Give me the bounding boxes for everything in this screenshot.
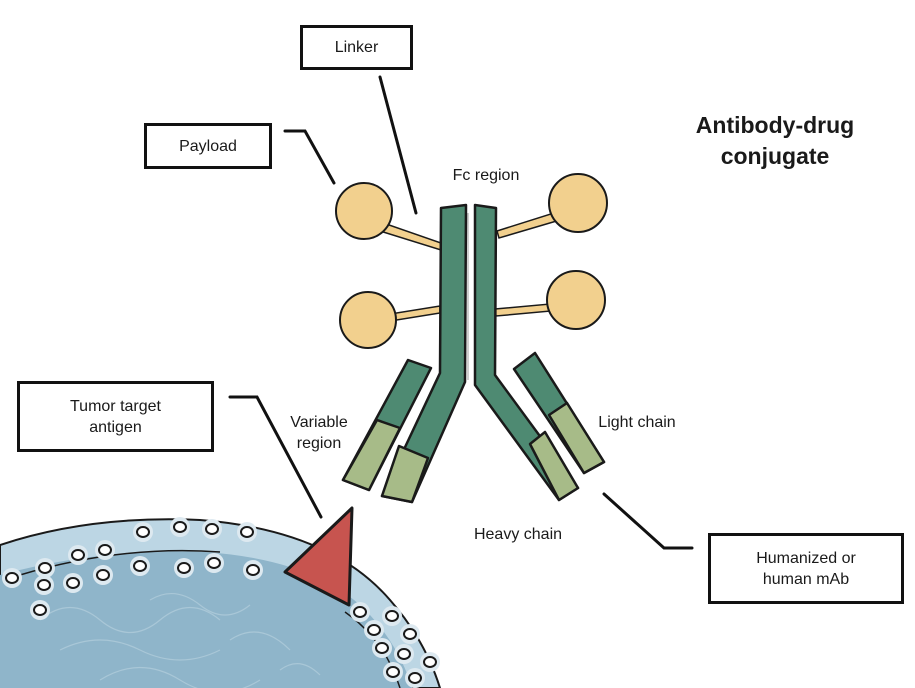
linker-leader-line (378, 75, 418, 215)
receptor-dot (205, 523, 219, 535)
light-chain-right-variable (547, 401, 606, 475)
fc-region-label: Fc region (452, 167, 520, 184)
receptor-dot (386, 666, 400, 678)
receptor-dot (71, 549, 85, 561)
payload-label-box: Payload (144, 123, 272, 169)
payload-spheres (335, 173, 608, 349)
tumor-target-antigen-label: Tumor target antigen (70, 397, 161, 436)
heavy-chains (380, 203, 580, 504)
receptor-dot (423, 656, 437, 668)
leader-lines (228, 75, 694, 550)
receptor-dot (173, 521, 187, 533)
payload-stem (494, 303, 552, 317)
heavy-chain-variable-left (380, 444, 430, 504)
receptor-dot (38, 562, 52, 574)
heavy-chain-variable-right (528, 430, 580, 502)
receptor-dot (177, 562, 191, 574)
tumor-target-antigen-triangle (283, 506, 354, 607)
payload-sphere (339, 291, 397, 349)
light-chain-left-variable (341, 418, 402, 492)
light-chain-label: Light chain (598, 414, 676, 431)
tumor-cell (0, 517, 442, 688)
payload-label: Payload (179, 137, 237, 155)
linker-label: Linker (334, 39, 379, 56)
payload-leader-line (283, 129, 336, 185)
receptor-dot (98, 544, 112, 556)
receptor-dot (408, 672, 422, 684)
tumor-target-antigen-label-box: Tumor target antigen (17, 381, 214, 452)
receptor-dot (246, 564, 260, 576)
linker-label-box: Linker (300, 25, 413, 70)
payload-sphere (335, 182, 393, 240)
receptor-dot (133, 560, 147, 572)
receptor-dot (33, 604, 47, 616)
payload-stem (496, 211, 561, 239)
mab-leader-line (602, 492, 694, 550)
receptor-dot (207, 557, 221, 569)
receptor-dot (353, 606, 367, 618)
antigen-leader-line (228, 395, 323, 519)
payload-sphere (548, 173, 608, 233)
cell-surface-receptors (2, 517, 440, 688)
diagram-title: Antibody-drug conjugate (695, 112, 855, 169)
receptor-dot (403, 628, 417, 640)
humanized-mab-label: Humanized or human mAb (756, 549, 856, 588)
receptor-dot (96, 569, 110, 581)
tumor-cell-texture (39, 593, 321, 688)
variable-region-label: Variable region (290, 414, 348, 452)
receptor-dot (367, 624, 381, 636)
receptor-dot (375, 642, 389, 654)
humanized-mab-label-box: Humanized or human mAb (708, 533, 904, 604)
light-chains (341, 351, 606, 492)
receptor-dot (385, 610, 399, 622)
receptor-dot (397, 648, 411, 660)
receptor-dot (5, 572, 19, 584)
heavy-chain-label: Heavy chain (473, 526, 563, 543)
receptor-dot (66, 577, 80, 589)
receptor-dot (37, 579, 51, 591)
payload-sphere (546, 270, 606, 330)
receptor-dot (240, 526, 254, 538)
heavy-chain-right (473, 203, 580, 502)
receptor-dot (136, 526, 150, 538)
